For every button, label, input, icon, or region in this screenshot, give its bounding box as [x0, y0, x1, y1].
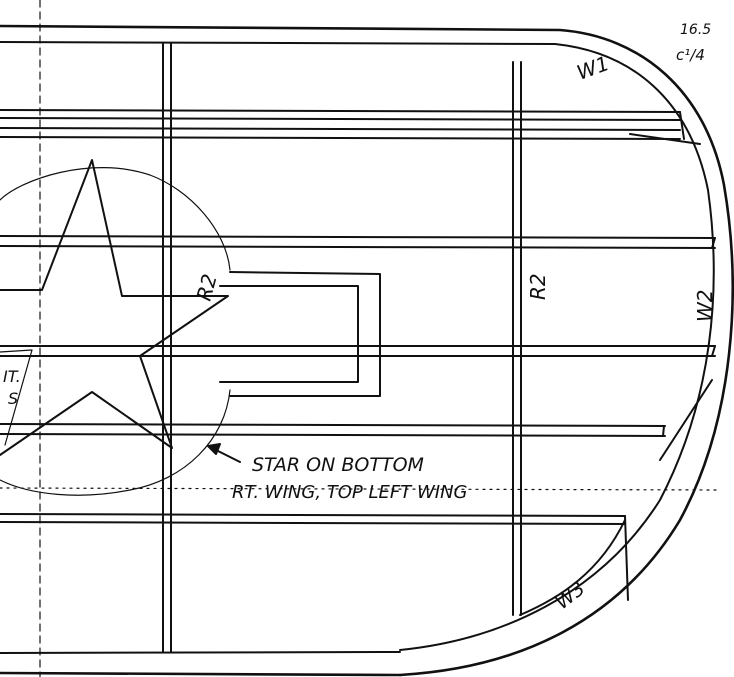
- star-insignia: [0, 159, 229, 456]
- insignia-note-line2: RT. WING, TOP LEFT WING: [232, 482, 468, 503]
- insignia-note-line1: STAR ON BOTTOM: [252, 454, 424, 476]
- wingtip-gusset-w3: [519, 379, 713, 616]
- scale-note-line1: 16.5: [680, 22, 711, 38]
- wingtip-label-w2: W2: [693, 290, 717, 323]
- partial-label-line1: IT.: [3, 367, 21, 386]
- insignia-circle: [0, 167, 231, 496]
- spar-ends: [624, 111, 716, 601]
- rib-label-right: R2: [526, 273, 550, 300]
- partial-label-line2: S: [8, 389, 18, 408]
- scale-note: 16.5 c¹/4: [676, 22, 711, 64]
- rib-label-left: R2: [192, 271, 222, 303]
- scale-note-line2: c¹/4: [676, 46, 705, 64]
- insignia-bar: [219, 271, 381, 397]
- wing-outline: [0, 24, 734, 677]
- rib-verticals: [39, 0, 522, 677]
- note-leader-arrow: [207, 443, 241, 463]
